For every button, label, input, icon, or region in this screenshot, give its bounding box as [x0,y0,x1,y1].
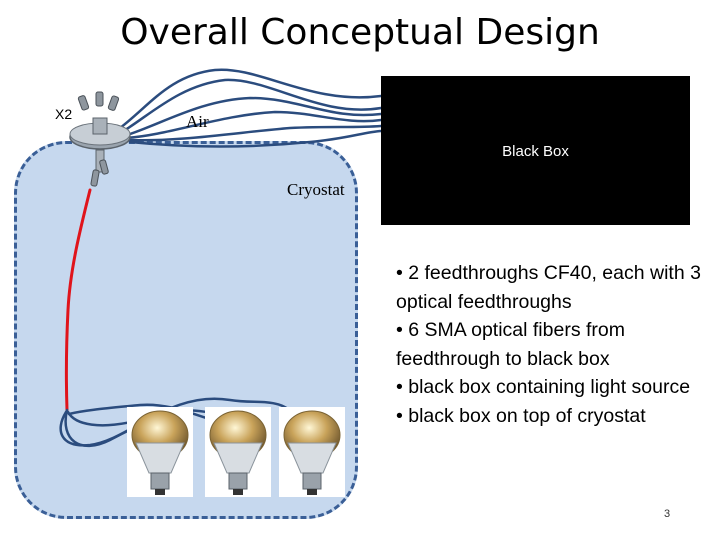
bullet-item: • 2 feedthroughs CF40, each with 3 optic… [396,262,701,313]
bullet-item: • black box containing light source [396,376,691,399]
air-label: Air [186,112,209,131]
air-fiber-6 [128,129,383,148]
air-fiber-3 [122,96,383,138]
light-bulb-3 [279,407,345,497]
air-fiber-5 [126,124,383,142]
bullet-item: • 6 SMA optical fibers from feedthrough … [396,319,625,370]
page-number: 3 [664,508,671,520]
air-fiber-4 [124,110,383,140]
air-fibers [118,68,383,148]
page-title: Overall Conceptual Design [120,12,600,53]
light-bulb-2 [205,407,271,497]
air-fiber-1 [118,68,383,130]
black-box-label: Black Box [502,143,569,160]
black-box [381,76,690,225]
red-fiber [64,188,92,412]
air-fiber-2 [120,78,383,134]
bullet-list: • 2 feedthroughs CF40, each with 3 optic… [396,259,706,431]
bullet-item: • black box on top of cryostat [396,404,646,427]
x2-label: X2 [55,106,73,122]
feedthrough-flange [69,91,131,187]
cryostat-label: Cryostat [287,180,345,199]
light-bulb-1 [127,407,193,497]
